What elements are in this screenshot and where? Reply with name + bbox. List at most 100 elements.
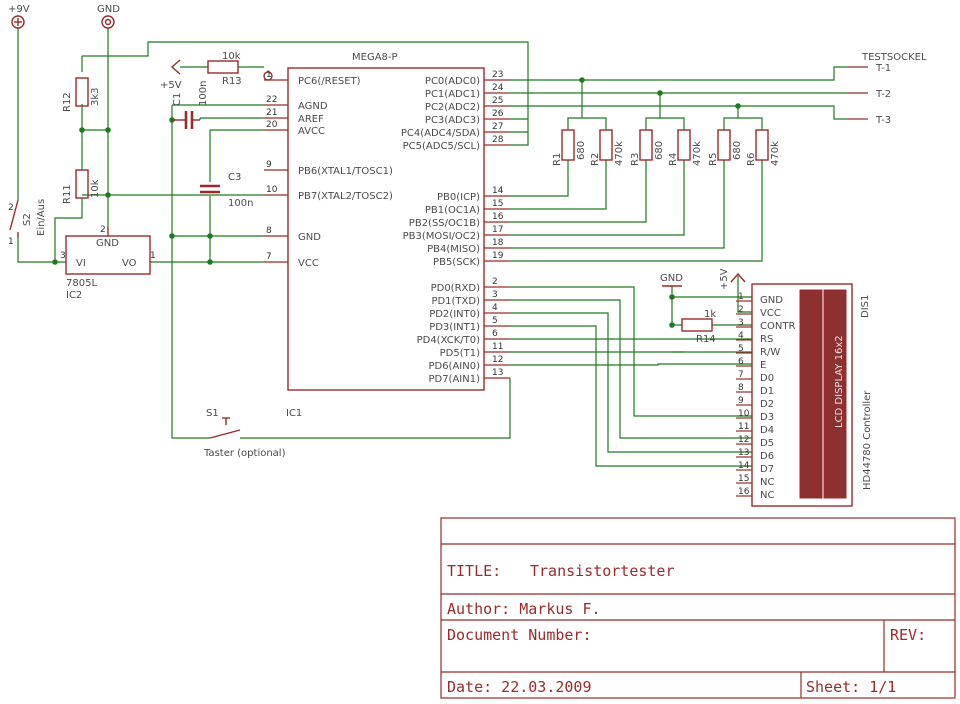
reg-pin-gnd: 2 [100,225,106,235]
lcd-pin-name: VCC [760,308,781,319]
lcd-pin-name: NC [760,490,774,501]
s1-label: Taster (optional) [203,448,286,459]
lcd-pin-number: 9 [738,396,744,406]
mcu-pin-name: PD0(RXD) [431,283,480,294]
mcu-pin-name: AGND [298,101,328,112]
r5-value: 680 [732,141,743,160]
mcu-pin-name: PD7(AIN1) [428,374,480,385]
testsocket-label: TESTSOCKEL [861,52,927,63]
lcd-pin-number: 15 [738,474,749,484]
lcd-pin-number: 8 [738,383,744,393]
switch-s1: S1 Taster (optional) [203,408,286,459]
mcu-pin-number: 16 [492,212,504,222]
lcd-pin-number: 6 [738,357,744,367]
lcd-pin-name: RS [760,334,773,345]
mcu-pin-number: 5 [492,316,498,326]
mcu-pin-number: 19 [492,251,504,261]
mcu-pin-number: 6 [492,329,498,339]
lcd-pin-number: 4 [738,331,744,341]
v5-label-reset: +5V [160,80,182,91]
regulator-ic2: GND VI VO 7805L IC2 2 3 1 [60,225,156,301]
reg-gnd-pin: GND [96,238,119,249]
mcu-pin-number: 21 [266,108,277,118]
resistor-r4: R4 470k [668,129,703,166]
lcd-pin-name: D1 [760,386,774,397]
mcu-pin-number: 22 [266,95,277,105]
author: Author: Markus F. [447,600,601,618]
gnd-symbol-lcd: GND [660,273,683,287]
mcu-pin-name: AREF [298,114,324,125]
s1-ref: S1 [206,408,219,419]
mcu-right-pins: 23PC0(ADC0)24PC1(ADC1)25PC2(ADC2)26PC3(A… [401,70,510,385]
mcu-pin-number: 25 [492,96,503,106]
r4-value: 470k [692,141,703,166]
r12-ref: R12 [62,92,73,112]
lcd-controller: HD44780 Controller [862,390,873,490]
mcu-pin-name: PC5(ADC5/SCL) [403,141,480,152]
title-block: TITLE: Transistortester Author: Markus F… [440,517,956,699]
mcu-pin-name: PC3(ADC3) [425,115,480,126]
testsocket-pin-2: T-2 [875,89,891,100]
lcd-pin-name: GND [760,295,783,306]
lcd-type: LCD DISPLAY 16x2 [834,335,845,428]
resistor-r11: R11 10k [62,169,101,204]
title-value: Transistortester [530,562,675,580]
mcu-pin-name: PC6(/RESET) [298,76,361,87]
mcu-pin-name: PD5(T1) [440,348,480,359]
date: Date: 22.03.2009 [447,678,592,696]
v5-label-lcd: +5V [719,268,730,290]
lcd-pin-name: D4 [760,425,774,436]
gnd-terminal: GND [97,4,120,29]
reg-pin-in: 3 [60,251,66,261]
v5-arrow-lcd: +5V [719,268,746,290]
lcd-pin-number: 13 [738,448,749,458]
mcu-pin-number: 10 [266,185,278,195]
vcc-9v-terminal: +9V [8,4,30,29]
mcu-pin-number: 1 [266,70,272,80]
c3-value: 100n [228,198,253,209]
r6-ref: R6 [746,153,757,166]
r13-value: 10k [222,51,241,62]
lcd-pin-number: 10 [738,409,750,419]
lcd-pin-name: D6 [760,451,774,462]
mcu-pin-name: PB5(SCK) [433,257,480,268]
mcu-pin-number: 12 [492,355,503,365]
mcu-pin-name: AVCC [298,126,325,137]
r14-value: 1k [704,309,716,320]
capacitor-c3: C3 100n [200,172,253,209]
testsocket-pin-1: T-1 [875,63,891,74]
lcd-pin-name: D3 [760,412,774,423]
switch-s2: S2 Ein/Aus 2 1 [8,199,47,247]
r11-value: 10k [90,179,101,198]
sheet: Sheet: 1/1 [806,678,896,696]
resistor-r12: R12 3k3 [62,77,101,112]
rev: REV: [890,626,926,644]
reg-pin-out: 1 [150,251,156,261]
wires [17,28,848,467]
reg-vi-pin: VI [76,258,86,269]
mcu-pin-number: 14 [492,186,504,196]
mcu-pin-name: PC2(ADC2) [425,102,480,113]
lcd-pin-name: E [760,360,766,371]
mcu-pin-number: 13 [492,368,503,378]
mcu-ref: IC1 [286,408,302,419]
mcu-pin-number: 18 [492,238,504,248]
r14-ref: R14 [696,334,716,345]
lcd-pin-name: D7 [760,464,774,475]
s2-pin1: 1 [8,237,14,247]
r1-value: 680 [576,141,587,160]
reg-name: 7805L [66,278,97,289]
lcd-pin-name: R/W [760,347,780,358]
lcd-pin-number: 14 [738,461,750,471]
r1-ref: R1 [552,153,563,166]
junctions [52,77,741,328]
mcu-pin-name: VCC [298,258,319,269]
gnd-label-lcd: GND [660,273,683,284]
lcd-display: LCD DISPLAY 16x2 HD44780 Controller DIS1… [736,283,873,507]
document-number: Document Number: [447,626,592,644]
r6-value: 470k [770,141,781,166]
lcd-pin-name: D2 [760,399,774,410]
mcu-pin-number: 7 [266,252,272,262]
capacitor-c1: C1 100n [172,81,209,129]
mcu-pin-name: PB6(XTAL1/TOSC1) [298,166,393,177]
